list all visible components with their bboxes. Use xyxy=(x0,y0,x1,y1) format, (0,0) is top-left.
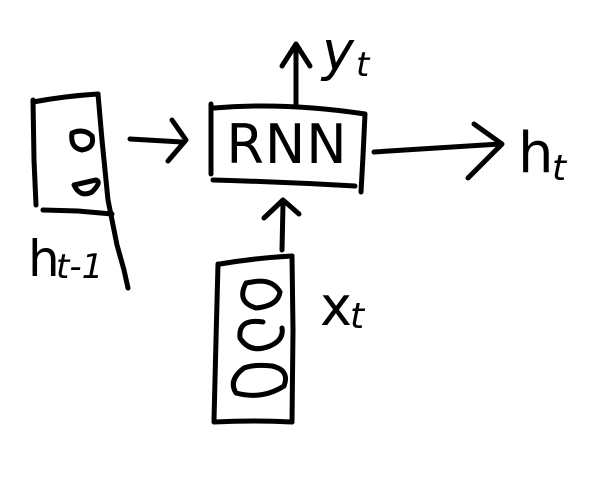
hidden-in-label: h t-1 xyxy=(28,230,103,288)
output-label-main: y xyxy=(320,20,355,83)
rnn-cell: RNN xyxy=(208,101,368,195)
input-label-main: x xyxy=(320,275,352,338)
hidden-in-label-subscript: t-1 xyxy=(56,247,103,287)
input-label-subscript: t xyxy=(350,296,366,337)
rnn-label: RNN xyxy=(226,113,347,176)
hidden-prev-node-2 xyxy=(71,177,101,197)
arrow-input xyxy=(261,197,302,253)
input-vector xyxy=(211,253,296,425)
input-node-2 xyxy=(237,318,285,352)
hidden-out-label: h t xyxy=(518,121,568,189)
hidden-prev-node-1 xyxy=(69,128,95,153)
input-node-1 xyxy=(240,278,283,311)
hidden-out-label-subscript: t xyxy=(552,148,568,189)
arrow-output xyxy=(279,41,313,107)
output-label-subscript: t xyxy=(356,45,371,85)
hidden-state-prev-vector xyxy=(30,91,131,291)
hidden-out-label-main: h xyxy=(518,121,554,186)
arrow-hidden-in xyxy=(127,117,189,164)
input-label: x t xyxy=(320,275,366,338)
output-label: y t xyxy=(320,20,371,85)
input-node-3 xyxy=(230,362,288,398)
hidden-in-label-main: h xyxy=(28,230,60,288)
arrow-hidden-out xyxy=(371,121,505,181)
